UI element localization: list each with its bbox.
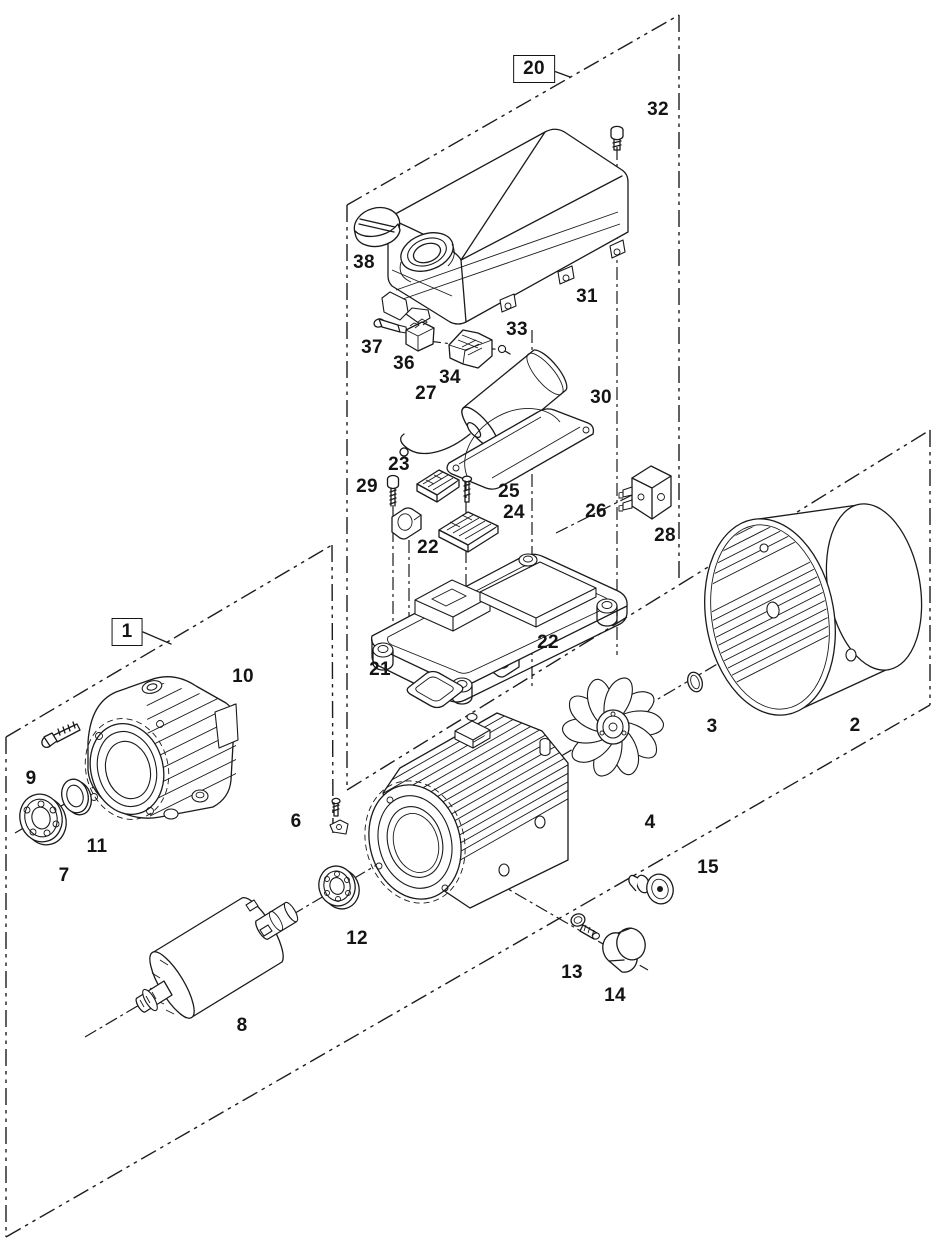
part-callout-23: 23 (388, 454, 410, 475)
part-callout-29: 29 (356, 476, 378, 497)
part-callout-24: 24 (503, 502, 525, 523)
fan-part (562, 677, 664, 777)
terminal-block-24-part (438, 511, 499, 553)
part-callout-38: 38 (353, 252, 375, 273)
stator-body-part (364, 712, 569, 909)
clamp-22a-part (391, 507, 422, 540)
part-callout-27: 27 (415, 383, 437, 404)
capacitor-bracket-part (446, 408, 595, 490)
part-callout-13: 13 (561, 962, 583, 983)
part-callout-3: 3 (706, 716, 718, 737)
screw-23-part (461, 475, 473, 503)
section-plane-lines (5, 14, 931, 1238)
part-callout-9: 9 (25, 768, 37, 789)
capacitor-part (399, 349, 568, 457)
electronics-cover-part (381, 128, 629, 325)
part-callout-11: 11 (86, 836, 108, 857)
part-callout-6: 6 (290, 811, 302, 832)
rotor-part (135, 897, 299, 1019)
part-callout-1: 1 (111, 618, 143, 646)
rear-bearing-part (318, 865, 360, 910)
part-callout-22: 22 (417, 537, 439, 558)
thermal-switch-part (618, 465, 672, 520)
part-callout-26: 26 (585, 501, 607, 522)
drain-plug-part (628, 873, 674, 905)
assembly-axis-lines (14, 147, 759, 1038)
part-callout-7: 7 (58, 865, 70, 886)
base-tray-part (370, 553, 628, 709)
part-callout-32: 32 (647, 99, 669, 120)
o-ring-part (687, 671, 703, 693)
contact-terminal-parts (373, 318, 511, 369)
part-callout-37: 37 (361, 337, 383, 358)
part-callout-25: 25 (498, 481, 520, 502)
part-callout-2: 2 (849, 715, 861, 736)
cover-screw-part (610, 125, 624, 151)
end-housing-part (84, 675, 239, 820)
front-bearing-part (19, 793, 67, 846)
part-callout-31: 31 (576, 286, 598, 307)
part-callout-30: 30 (590, 387, 612, 408)
housing-screw-part (41, 721, 81, 749)
part-callout-4: 4 (644, 812, 656, 833)
vent-screw-part (570, 913, 600, 940)
shaft-seal-part (61, 778, 92, 816)
part-callout-15: 15 (697, 857, 719, 878)
part-callout-8: 8 (236, 1015, 248, 1036)
screw-29-part (386, 474, 400, 507)
part-callout-12: 12 (346, 928, 368, 949)
part-callout-14: 14 (604, 985, 626, 1006)
part-callout-28: 28 (654, 525, 676, 546)
earth-screw-part (329, 797, 349, 835)
part-callout-33: 33 (506, 319, 528, 340)
knob-part (353, 206, 401, 248)
part-callout-10: 10 (232, 666, 254, 687)
terminal-block-25-part (416, 469, 460, 503)
part-callout-22: 22 (537, 632, 559, 653)
fan-cover-part (699, 503, 923, 716)
part-callout-21: 21 (369, 659, 391, 680)
part-callout-34: 34 (439, 367, 461, 388)
cap-part (602, 927, 646, 973)
part-callout-36: 36 (393, 353, 415, 374)
part-callout-20: 20 (513, 55, 555, 83)
